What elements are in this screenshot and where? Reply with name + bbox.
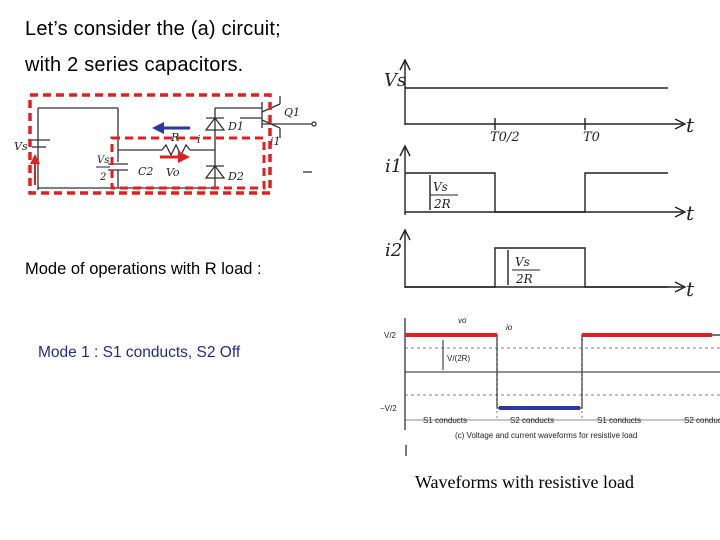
printed-caption: (c) Voltage and current waveforms for re… [455, 431, 637, 440]
hand-label-i1: i1 [385, 156, 402, 177]
hand-label-t0: T0 [583, 130, 600, 145]
voltage-direction-arrow-head [178, 151, 190, 163]
hand-label-t-2: t [686, 201, 695, 225]
label-c2: C2 [138, 165, 153, 178]
red-dashed-outer-loop [28, 93, 272, 195]
i1-axis-arrow [399, 144, 411, 157]
i2-time-arrow [674, 281, 687, 293]
hand-label-t-1: t [686, 113, 695, 137]
hand-label-amp1-den: 2R [433, 197, 451, 211]
hand-waveform-labels: Vs t T0/2 T0 i1 Vs 2R t i2 Vs 2R t [384, 70, 695, 301]
label-r: R [170, 131, 179, 144]
printed-waveform [404, 318, 720, 430]
resistor-zigzag [161, 143, 191, 157]
vs-axis-arrow [399, 58, 411, 71]
printed-label-vo: vo [458, 316, 467, 325]
hand-label-amp2-den: 2R [515, 272, 533, 286]
mode-1-description: Mode 1 : S1 conducts, S2 Off [38, 344, 241, 361]
label-vs-half-den: 2 [99, 172, 106, 183]
printed-waveform-labels: V/2 −V/2 vo io V/(2R) S1 conducts S2 con… [380, 316, 720, 440]
diode-d1-symbol [204, 116, 226, 131]
label-i1: i1 [270, 135, 281, 148]
i2-trace [405, 247, 668, 288]
i2-axis-arrow [399, 228, 411, 241]
label-i: i [197, 133, 201, 146]
circuit-labels: Vs Vs 2 C2 Vo R i D1 D2 Q1 i1 [14, 106, 300, 183]
hand-drawn-waveforms [399, 58, 687, 293]
hand-label-amp1-num: Vs [433, 180, 448, 194]
printed-label-io: io [506, 323, 513, 332]
label-q1: Q1 [284, 106, 300, 119]
mode-of-operations-heading: Mode of operations with R load : [25, 260, 262, 278]
printed-label-v-top: V/2 [384, 331, 397, 340]
printed-label-s1-conducts-2: S1 conducts [597, 416, 641, 425]
printed-label-i-amp: V/(2R) [447, 354, 470, 363]
hand-label-amp2-num: Vs [515, 255, 530, 269]
label-d2: D2 [227, 170, 244, 183]
source-current-arrow-head [30, 154, 40, 164]
printed-label-s2-conducts: S2 conducts [510, 416, 554, 425]
vs-time-arrow [674, 118, 687, 130]
slide-title-line-1: Let’s consider the (a) circuit; [25, 18, 281, 40]
label-vo: Vo [166, 166, 180, 179]
diode-d2-symbol [204, 164, 226, 179]
printed-label-s2-conducts-2: S2 conduct [684, 416, 720, 425]
printed-label-v-bottom: −V/2 [380, 404, 397, 413]
hand-label-t-3: t [686, 277, 695, 301]
hand-label-vs: Vs [384, 70, 406, 91]
current-direction-arrow-head [152, 122, 164, 134]
output-terminal-top [311, 121, 317, 127]
printed-label-s1-conducts-1: S1 conducts [423, 416, 467, 425]
label-vs: Vs [14, 140, 28, 153]
waveforms-caption: Waveforms with resistive load [415, 472, 634, 492]
i1-time-arrow [674, 206, 687, 218]
hand-label-i2: i2 [385, 240, 402, 261]
slide-title-line-2: with 2 series capacitors. [25, 54, 244, 76]
hand-label-t0-half: T0/2 [490, 130, 520, 145]
red-dashed-inner-loop [110, 136, 266, 190]
label-d1: D1 [227, 120, 244, 133]
label-vs-half-num: Vs [97, 155, 109, 166]
